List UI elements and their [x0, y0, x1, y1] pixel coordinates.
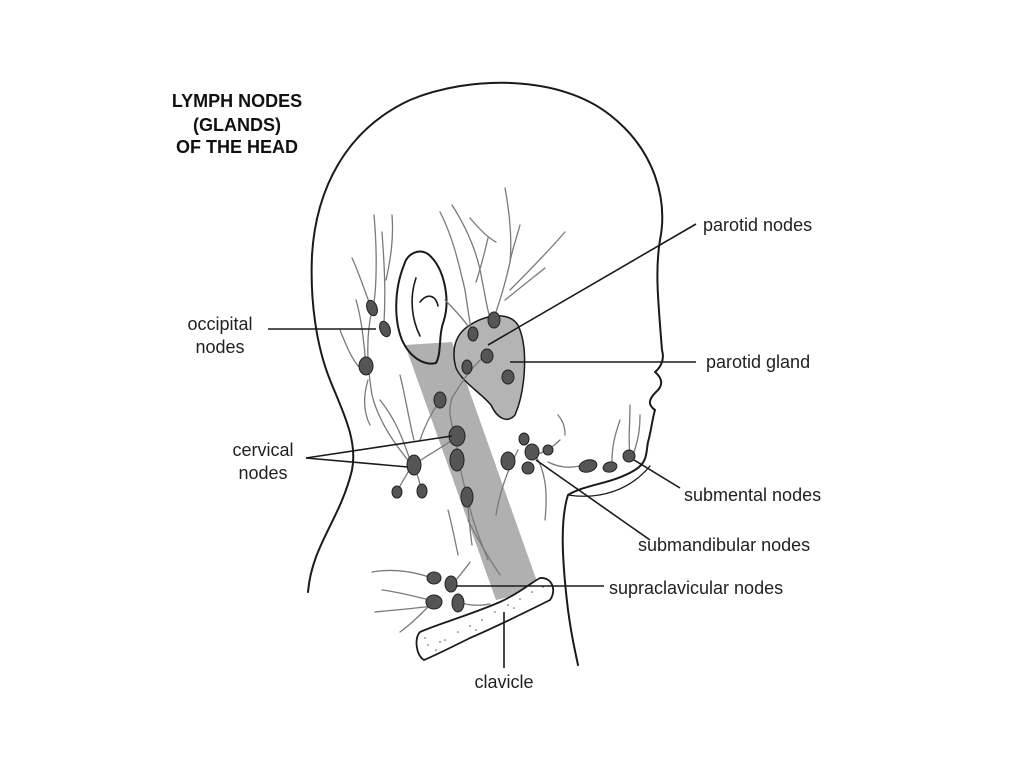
occipital-node — [379, 320, 391, 338]
ear — [395, 250, 448, 365]
submental-node — [602, 461, 618, 473]
cervical-node — [416, 483, 428, 499]
label-parotid-gland: parotid gland — [706, 352, 810, 372]
label-cervical-line-2: nodes — [238, 463, 287, 483]
title-line-2: (GLANDS) — [193, 115, 281, 135]
parotid-node — [467, 326, 479, 342]
title-line-3: OF THE HEAD — [176, 137, 298, 157]
leader-parotid-nodes — [487, 223, 697, 346]
supraclavicular-node — [444, 575, 458, 593]
supraclavicular-node — [426, 571, 442, 585]
leader-cervical-nodes-lower — [305, 457, 409, 468]
diagram-title: LYMPH NODES (GLANDS) OF THE HEAD — [172, 91, 302, 157]
jaw-line — [567, 465, 651, 497]
parotid-node — [480, 348, 494, 364]
label-clavicle: clavicle — [474, 672, 533, 692]
submental-node — [622, 449, 636, 463]
label-supraclavicular-nodes: supraclavicular nodes — [609, 578, 783, 598]
submandibular-node — [542, 444, 554, 456]
label-occipital-line-2: nodes — [195, 337, 244, 357]
leader-lines — [268, 223, 697, 668]
parotid-node — [461, 359, 473, 375]
submandibular-node — [500, 451, 516, 471]
occipital-node — [358, 356, 374, 376]
supraclavicular-node — [425, 594, 443, 610]
lymph-vessels — [339, 187, 641, 633]
parotid-node — [487, 311, 501, 329]
submandibular-node — [524, 443, 540, 461]
submandibular-node — [518, 432, 530, 446]
label-submandibular-nodes: submandibular nodes — [638, 535, 810, 555]
clavicle-bone — [415, 577, 554, 662]
submental-node — [578, 459, 598, 473]
submandibular-node — [521, 461, 535, 475]
cervical-node — [406, 454, 422, 476]
head-outline — [307, 81, 664, 666]
labels: parotid nodes occipital nodes parotid gl… — [187, 215, 821, 692]
parotid-gland-shape — [453, 315, 526, 420]
lymph-nodes — [358, 299, 636, 613]
label-cervical-line-1: cervical — [232, 440, 293, 460]
occipital-node — [366, 299, 378, 317]
cervical-node — [460, 486, 474, 508]
cervical-node — [433, 391, 447, 409]
label-submental-nodes: submental nodes — [684, 485, 821, 505]
parotid-node — [501, 369, 515, 385]
supraclavicular-node — [451, 593, 465, 613]
label-occipital-line-1: occipital — [187, 314, 252, 334]
leader-cervical-nodes-upper — [305, 435, 453, 459]
cervical-node — [449, 448, 465, 472]
label-parotid-nodes: parotid nodes — [703, 215, 812, 235]
title-line-1: LYMPH NODES — [172, 91, 302, 111]
cervical-node — [391, 485, 403, 499]
leader-submandibular-nodes — [535, 459, 651, 541]
leader-submental-nodes — [633, 459, 681, 489]
